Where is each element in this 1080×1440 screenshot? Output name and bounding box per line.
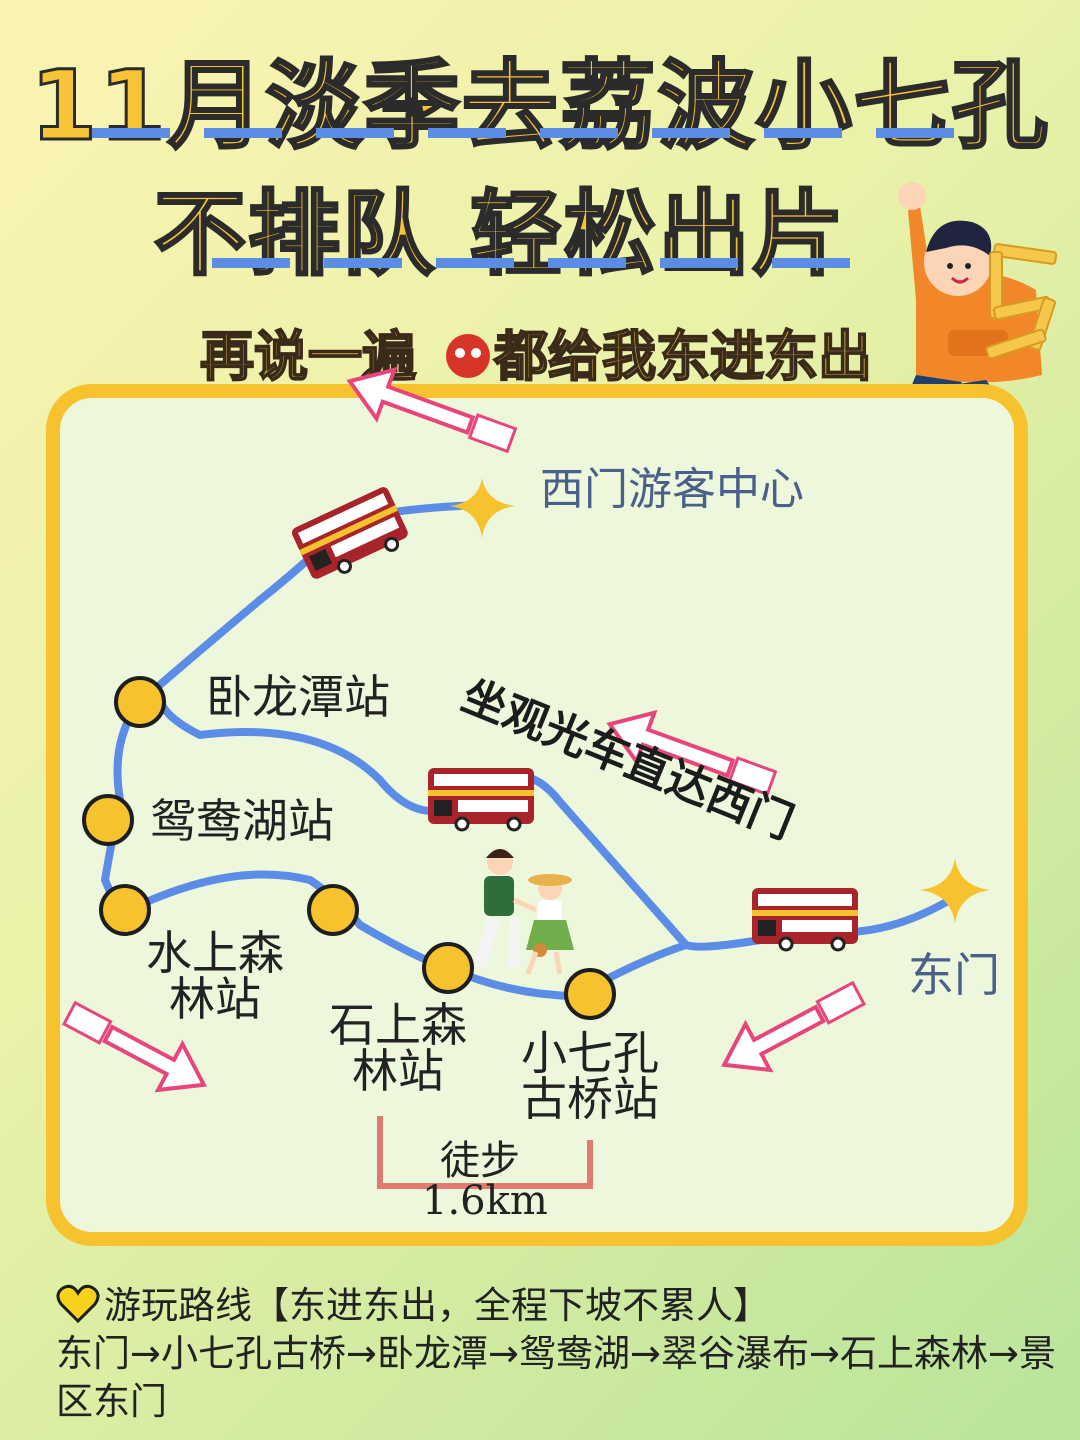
station-label-shuishang-line2: 林站: [169, 972, 261, 1026]
direction-arrow-top: [346, 366, 518, 454]
walk-distance-label: 1.6km: [422, 1178, 548, 1224]
heart-icon: [56, 1284, 100, 1324]
station-label-shishang: 石上森 林站: [318, 1002, 478, 1094]
station-label-xiaoqikong: 小七孔 古桥站: [515, 1030, 665, 1122]
page-title-line-2: 不排队 轻松出片: [152, 180, 847, 290]
station-dot-cuigu: [307, 884, 359, 936]
east-gate-star-icon: [920, 858, 990, 924]
east-gate-label: 东门: [908, 948, 1000, 1002]
station-label-wolong: 卧龙潭站: [206, 670, 390, 724]
direction-arrow-middle: [606, 709, 778, 797]
station-label-shuishang: 水上森 林站: [130, 930, 300, 1022]
station-label-yuanyang: 鸳鸯湖站: [150, 794, 334, 848]
subtitle-text-2: 都给我东进东出: [493, 324, 873, 389]
station-dot-shuishang: [99, 884, 151, 936]
walking-distance-bracket: [377, 1116, 593, 1189]
route-heading: 游玩路线【东进东出，全程下坡不累人】: [104, 1284, 770, 1327]
direction-arrow-left: [61, 1000, 207, 1093]
bus-icon-middle: [428, 768, 534, 832]
station-dot-xiaoqikong: [564, 968, 616, 1020]
station-label-xiaoqikong-line2: 古桥站: [521, 1072, 659, 1126]
direction-arrow-right: [721, 980, 867, 1073]
station-label-shishang-line1: 石上森: [329, 998, 467, 1052]
route-heading-row: 游玩路线【东进东出，全程下坡不累人】: [56, 1282, 1066, 1330]
bus-route-line: [100, 692, 959, 951]
station-label-xiaoqikong-line1: 小七孔: [521, 1026, 659, 1080]
walk-label: 徒步: [440, 1138, 520, 1184]
route-path: 东门→小七孔古桥→卧龙潭→鸳鸯湖→翠谷瀑布→石上森林→景区东门: [56, 1332, 1057, 1423]
station-dot-shishang: [422, 942, 474, 994]
route-description: 游玩路线【东进东出，全程下坡不累人】 东门→小七孔古桥→卧龙潭→鸳鸯湖→翠谷瀑布…: [56, 1282, 1066, 1426]
bus-icon-east: [752, 888, 858, 952]
page-title-line-1: 11月淡季去荔波小七孔: [29, 49, 1050, 164]
route-map-panel: [46, 384, 1028, 1246]
title-underline-1: [92, 128, 988, 138]
station-dot-yuanyang: [82, 794, 134, 846]
title-underline-2: [212, 258, 872, 268]
station-dot-wolong: [114, 676, 166, 728]
angry-face-icon: [446, 334, 490, 379]
walking-couple-illustration: [474, 849, 574, 975]
subtitle: 再说一遍都给我东进东出: [199, 312, 873, 391]
west-gate-label: 西门游客中心: [540, 464, 804, 515]
west-gate-star-icon: [450, 478, 515, 538]
number-five-decoration: [985, 243, 1058, 360]
bus-route-line-west: [136, 501, 484, 706]
bus-icon-west: [291, 487, 408, 579]
station-label-shishang-line2: 林站: [352, 1044, 444, 1098]
station-label-shuishang-line1: 水上森: [146, 926, 284, 980]
